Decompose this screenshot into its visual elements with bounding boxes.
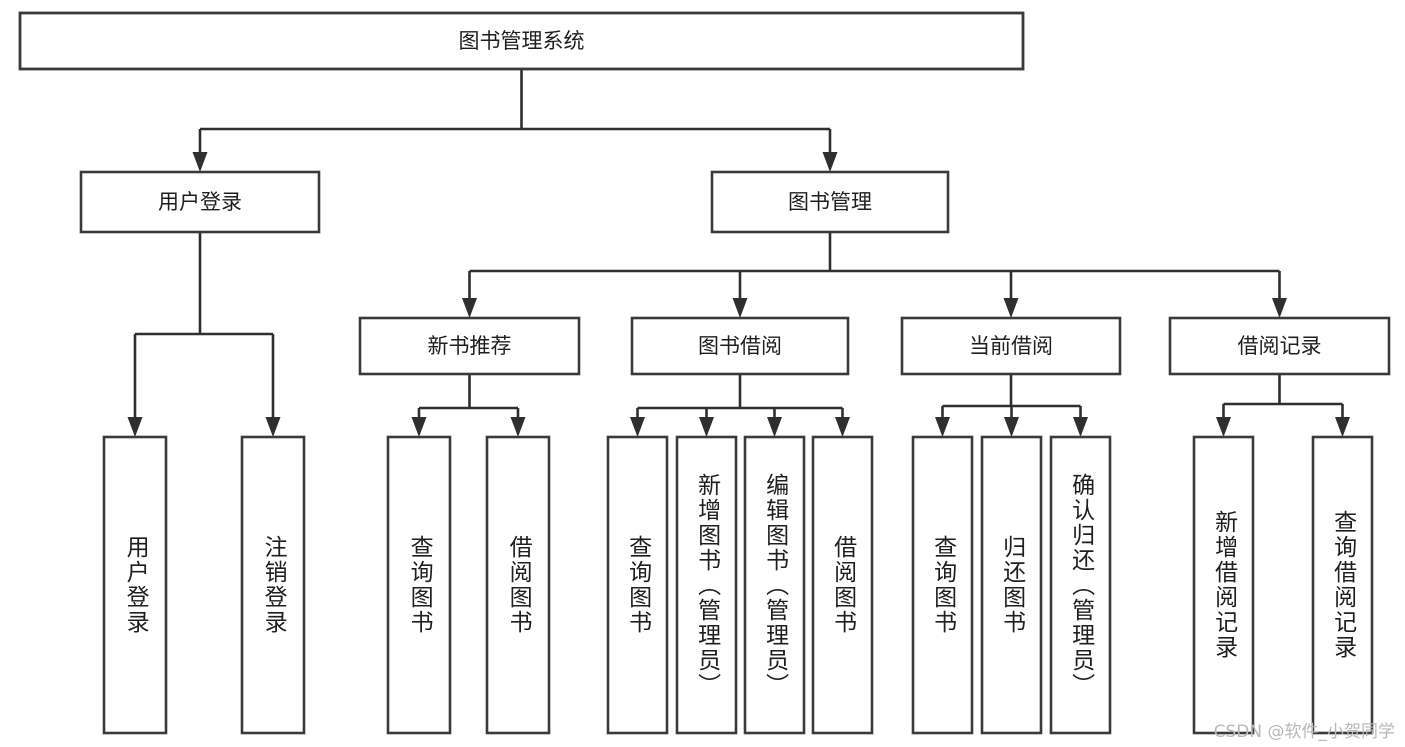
node-leaf-user-login[interactable]: 用户登录 xyxy=(102,435,168,735)
node-box-leaf-borrow-book-1 xyxy=(485,435,551,735)
node-leaf-borrow-book-1[interactable]: 借阅图书 xyxy=(485,435,551,735)
node-label-leaf-confirm-return: 确认归还（管理员） xyxy=(1067,472,1094,698)
node-label-leaf-logout: 注销登录 xyxy=(260,535,287,635)
node-leaf-add-book[interactable]: 新增图书（管理员） xyxy=(675,435,738,735)
node-label-wrap-leaf-edit-book: 编辑图书（管理员） xyxy=(761,472,788,698)
node-label-new-book-rec: 新书推荐 xyxy=(428,334,512,358)
node-box-leaf-user-login xyxy=(102,435,168,735)
node-box-current-borrow xyxy=(900,316,1122,376)
node-label-leaf-return-book: 归还图书 xyxy=(998,535,1025,635)
node-label-borrow-record: 借阅记录 xyxy=(1238,334,1322,358)
node-label-wrap-leaf-logout: 注销登录 xyxy=(260,535,287,635)
node-leaf-return-book[interactable]: 归还图书 xyxy=(980,435,1043,735)
node-leaf-add-record[interactable]: 新增借阅记录 xyxy=(1192,435,1255,735)
node-label-wrap-leaf-add-record: 新增借阅记录 xyxy=(1210,510,1237,660)
node-label-wrap-leaf-borrow-book-2: 借阅图书 xyxy=(829,535,856,635)
node-label-leaf-user-login: 用户登录 xyxy=(122,535,149,635)
node-label-book-manage: 图书管理 xyxy=(788,190,872,214)
node-leaf-borrow-book-2[interactable]: 借阅图书 xyxy=(811,435,874,735)
node-box-book-borrow xyxy=(630,316,850,376)
node-label-user-login: 用户登录 xyxy=(158,190,242,214)
node-label-wrap-leaf-borrow-book-1: 借阅图书 xyxy=(505,535,532,635)
node-root[interactable]: 图书管理系统 xyxy=(18,11,1025,71)
connector-group-root xyxy=(192,69,838,172)
node-label-wrap-leaf-query-book-2: 查询图书 xyxy=(624,535,651,635)
connector-group-new-book-rec xyxy=(411,374,526,437)
node-box-leaf-logout xyxy=(240,435,306,735)
node-box-leaf-query-book-2 xyxy=(606,435,669,735)
node-label-wrap-leaf-confirm-return: 确认归还（管理员） xyxy=(1067,472,1094,698)
node-book-manage[interactable]: 图书管理 xyxy=(710,170,950,234)
node-label-leaf-add-book: 新增图书（管理员） xyxy=(693,472,720,698)
connector-group-book-borrow xyxy=(630,374,850,437)
node-box-leaf-add-book xyxy=(675,435,738,735)
node-box-leaf-borrow-book-2 xyxy=(811,435,874,735)
node-borrow-record[interactable]: 借阅记录 xyxy=(1168,316,1391,376)
node-leaf-edit-book[interactable]: 编辑图书（管理员） xyxy=(743,435,806,735)
node-box-leaf-add-record xyxy=(1192,435,1255,735)
node-leaf-query-book-2[interactable]: 查询图书 xyxy=(606,435,669,735)
node-label-leaf-borrow-book-1: 借阅图书 xyxy=(505,535,532,635)
node-box-leaf-query-book-3 xyxy=(911,435,974,735)
node-label-leaf-query-record: 查询借阅记录 xyxy=(1329,510,1356,660)
node-leaf-query-record[interactable]: 查询借阅记录 xyxy=(1311,435,1374,735)
node-label-wrap-leaf-query-book-3: 查询图书 xyxy=(929,535,956,635)
connector-group-user-login xyxy=(127,232,281,437)
node-current-borrow[interactable]: 当前借阅 xyxy=(900,316,1122,376)
node-label-book-borrow: 图书借阅 xyxy=(698,334,782,358)
node-box-borrow-record xyxy=(1168,316,1391,376)
node-box-root xyxy=(18,11,1025,71)
node-label-wrap-leaf-add-book: 新增图书（管理员） xyxy=(693,472,720,698)
node-box-leaf-return-book xyxy=(980,435,1043,735)
connector-group-borrow-record xyxy=(1216,374,1350,437)
node-leaf-query-book-3[interactable]: 查询图书 xyxy=(911,435,974,735)
node-label-leaf-edit-book: 编辑图书（管理员） xyxy=(761,472,788,698)
node-box-book-manage xyxy=(710,170,950,234)
node-new-book-rec[interactable]: 新书推荐 xyxy=(358,316,581,376)
node-box-user-login xyxy=(79,170,321,234)
csdn-watermark: CSDN @软件_小贺同学 xyxy=(1213,722,1395,742)
node-user-login[interactable]: 用户登录 xyxy=(79,170,321,234)
node-label-root: 图书管理系统 xyxy=(459,29,585,53)
node-label-wrap-leaf-query-book-1: 查询图书 xyxy=(406,535,433,635)
connector-group-current-borrow xyxy=(935,374,1088,437)
node-label-wrap-leaf-user-login: 用户登录 xyxy=(122,535,149,635)
node-label-leaf-query-book-2: 查询图书 xyxy=(624,535,651,635)
node-label-wrap-leaf-return-book: 归还图书 xyxy=(998,535,1025,635)
node-box-leaf-confirm-return xyxy=(1049,435,1112,735)
node-leaf-logout[interactable]: 注销登录 xyxy=(240,435,306,735)
node-layer: 图书管理系统用户登录图书管理新书推荐图书借阅当前借阅借阅记录用户登录注销登录查询… xyxy=(18,11,1391,735)
node-label-current-borrow: 当前借阅 xyxy=(969,334,1053,358)
node-label-leaf-borrow-book-2: 借阅图书 xyxy=(829,535,856,635)
node-book-borrow[interactable]: 图书借阅 xyxy=(630,316,850,376)
node-label-leaf-query-book-3: 查询图书 xyxy=(929,535,956,635)
node-box-leaf-edit-book xyxy=(743,435,806,735)
node-label-leaf-query-book-1: 查询图书 xyxy=(406,535,433,635)
node-box-leaf-query-book-1 xyxy=(386,435,452,735)
connector-group-book-manage xyxy=(462,232,1287,318)
connector-layer xyxy=(127,69,1350,437)
node-box-leaf-query-record xyxy=(1311,435,1374,735)
node-leaf-confirm-return[interactable]: 确认归还（管理员） xyxy=(1049,435,1112,735)
node-box-new-book-rec xyxy=(358,316,581,376)
node-leaf-query-book-1[interactable]: 查询图书 xyxy=(386,435,452,735)
node-label-leaf-add-record: 新增借阅记录 xyxy=(1210,510,1237,660)
node-label-wrap-leaf-query-record: 查询借阅记录 xyxy=(1329,510,1356,660)
